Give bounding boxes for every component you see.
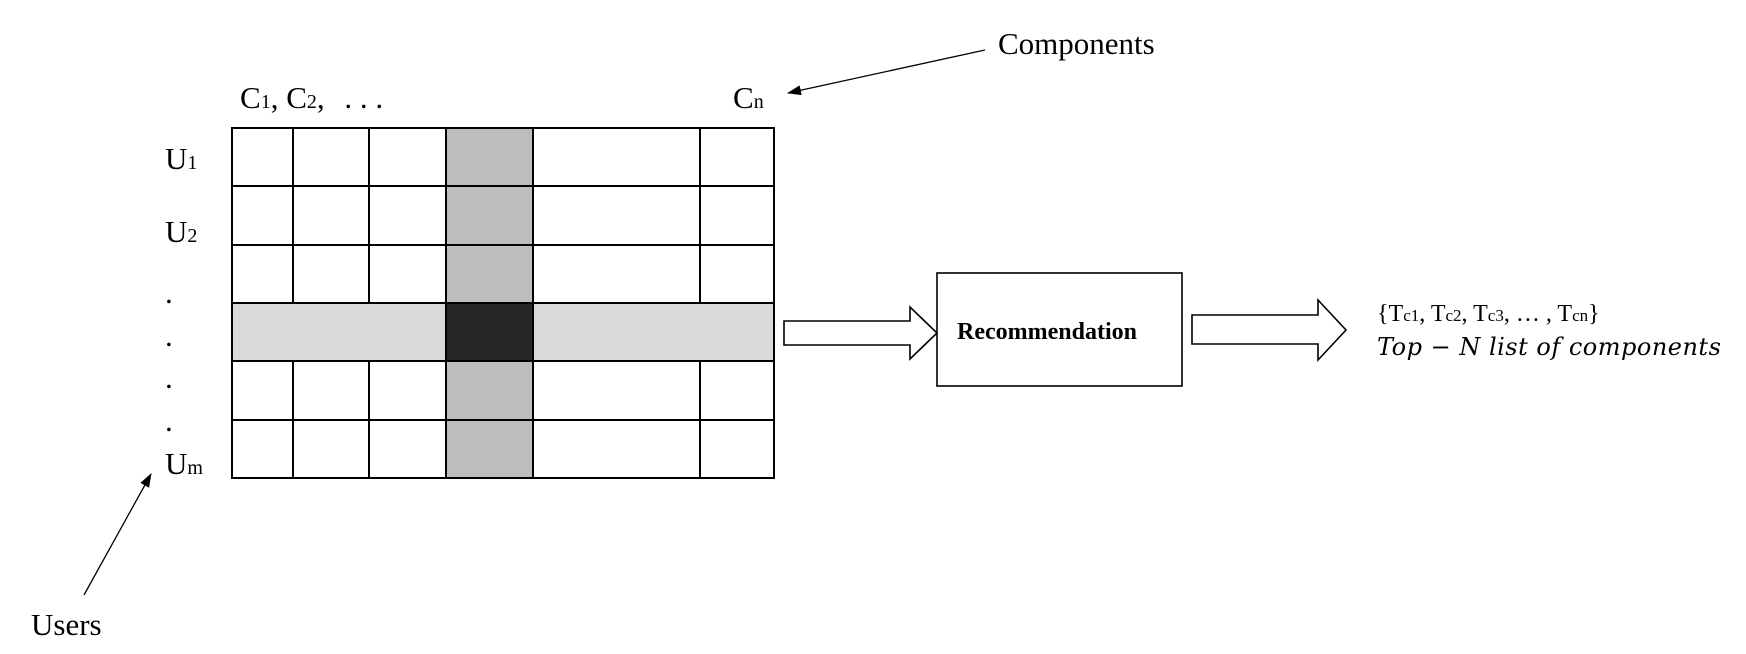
row-header-dot-4: .	[165, 403, 173, 438]
row-header-dot-1: .	[165, 275, 173, 310]
matrix-column-lines	[292, 128, 701, 478]
column-header-c2: C2	[286, 80, 317, 115]
row-header-um: Um	[165, 446, 203, 481]
output-caption: Top − N list of components	[1377, 333, 1722, 361]
column-header-c1: C1	[240, 80, 271, 115]
column-header-cn: Cn	[733, 80, 764, 115]
column-header-group: C1, C2, . . .	[240, 80, 384, 115]
components-pointer-arrow	[787, 49, 986, 96]
users-annotation: Users	[31, 607, 102, 642]
target-cell	[446, 303, 533, 361]
row-header-dot-2: .	[165, 318, 173, 353]
user-component-matrix	[231, 127, 775, 479]
users-pointer-arrow	[83, 473, 152, 596]
column-header-ellipsis: . . .	[344, 80, 384, 115]
row-header-u1: U1	[165, 141, 198, 176]
flow-arrow-to-recommendation	[783, 305, 939, 361]
row-header-u2: U2	[165, 214, 198, 249]
output-component-set: {Tc1, Tc2, Tc3, … , Tcn}	[1377, 301, 1600, 327]
row-header-dot-3: .	[165, 360, 173, 395]
recommendation-label: Recommendation	[957, 319, 1137, 345]
flow-arrow-to-output	[1191, 297, 1348, 363]
matrix-row-lines	[232, 185, 774, 421]
components-annotation: Components	[998, 26, 1155, 61]
recommendation-box	[936, 272, 1183, 387]
